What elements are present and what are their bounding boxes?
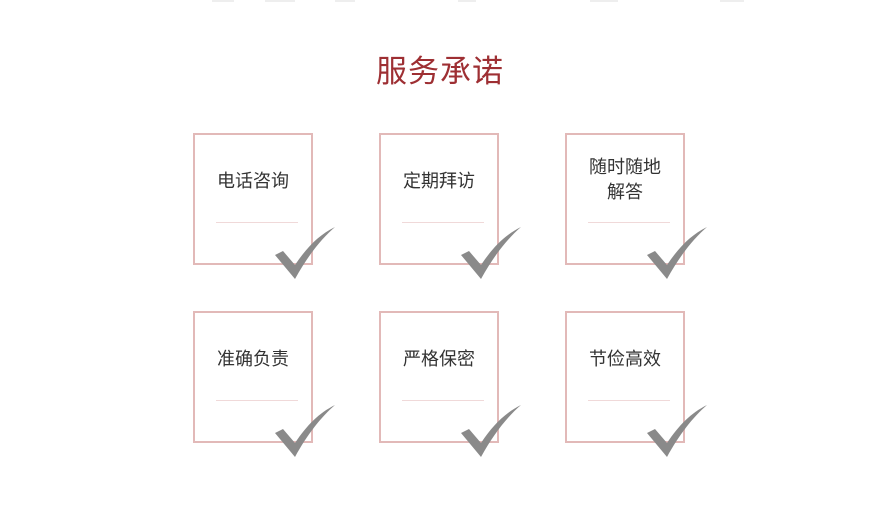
- check-icon: [275, 227, 335, 279]
- check-icon: [647, 405, 707, 457]
- promise-card: 定期拜访: [379, 133, 499, 265]
- promise-card: 准确负责: [193, 311, 313, 443]
- card-label: 定期拜访: [381, 169, 497, 194]
- card-divider: [402, 222, 484, 223]
- card-label: 电话咨询: [195, 169, 311, 194]
- section-title: 服务承诺: [376, 54, 504, 90]
- card-divider: [402, 400, 484, 401]
- top-decoration: [0, 0, 880, 6]
- card-label-line: 准确负责: [217, 349, 289, 370]
- card-divider: [216, 400, 298, 401]
- card-label: 随时随地解答: [567, 155, 683, 205]
- check-icon: [461, 227, 521, 279]
- card-label-line: 定期拜访: [403, 171, 475, 192]
- promise-card: 随时随地解答: [565, 133, 685, 265]
- card-label-line: 随时随地: [589, 157, 661, 178]
- card-divider: [588, 222, 670, 223]
- card-label: 节俭高效: [567, 347, 683, 372]
- card-label-line: 电话咨询: [217, 171, 289, 192]
- check-icon: [275, 405, 335, 457]
- card-label-line: 节俭高效: [589, 349, 661, 370]
- card-divider: [216, 222, 298, 223]
- promise-card: 节俭高效: [565, 311, 685, 443]
- card-label: 严格保密: [381, 347, 497, 372]
- card-label-line: 严格保密: [403, 349, 475, 370]
- check-icon: [647, 227, 707, 279]
- check-icon: [461, 405, 521, 457]
- card-label-line: 解答: [607, 182, 643, 203]
- card-divider: [588, 400, 670, 401]
- card-label: 准确负责: [195, 347, 311, 372]
- promise-card: 电话咨询: [193, 133, 313, 265]
- promise-card: 严格保密: [379, 311, 499, 443]
